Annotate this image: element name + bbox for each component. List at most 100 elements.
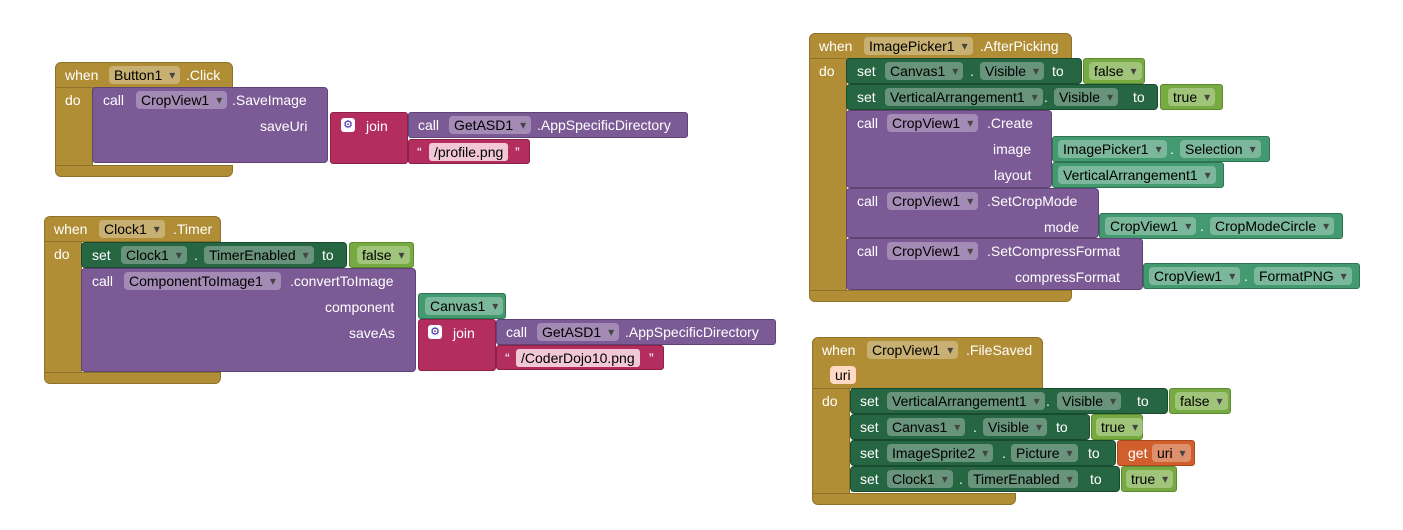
- call-block-setcropmode[interactable]: call CropView1 .SetCropMode mode: [846, 188, 1099, 238]
- do-label: do: [822, 393, 838, 409]
- set-block-verticalarrangement1-visible[interactable]: set VerticalArrangement1 . Visible to: [850, 388, 1168, 414]
- call-block-appspecificdirectory[interactable]: call GetASD1 .AppSpecificDirectory: [496, 319, 776, 345]
- getter-component-dropdown[interactable]: GetASD1: [537, 323, 620, 341]
- call-component-dropdown[interactable]: CropView1: [887, 114, 979, 132]
- set-property-dropdown[interactable]: TimerEnabled: [968, 470, 1078, 488]
- call-component-dropdown[interactable]: ComponentToImage1: [124, 272, 281, 290]
- event-block-button1-click[interactable]: when Button1 .Click: [55, 62, 233, 88]
- dot-label: .: [1170, 141, 1174, 157]
- logic-value-dropdown[interactable]: false: [1089, 62, 1142, 80]
- set-component-dropdown[interactable]: VerticalArrangement1: [885, 88, 1043, 106]
- logic-true-block[interactable]: true: [1160, 84, 1223, 110]
- set-block-verticalarrangement1-visible[interactable]: set VerticalArrangement1 . Visible to: [846, 84, 1158, 110]
- call-component-dropdown[interactable]: CropView1: [887, 192, 979, 210]
- dot-label: .: [1046, 393, 1050, 409]
- event-block-cropview1-filesaved[interactable]: when CropView1 .FileSaved uri: [812, 337, 1043, 389]
- to-label: to: [322, 247, 334, 263]
- set-property-dropdown[interactable]: Visible: [983, 418, 1047, 436]
- event-block-clock1-timer[interactable]: when Clock1 .Timer: [44, 216, 221, 242]
- call-label: call: [418, 117, 440, 133]
- set-label: set: [860, 393, 879, 409]
- component-dropdown[interactable]: Canvas1: [425, 297, 504, 315]
- text-block[interactable]: “ /CoderDojo10.png ”: [496, 345, 664, 370]
- text-value[interactable]: /profile.png: [429, 143, 509, 161]
- set-component-dropdown[interactable]: VerticalArrangement1: [887, 392, 1045, 410]
- logic-value-dropdown[interactable]: true: [1168, 88, 1216, 106]
- set-block-clock1-timerenabled[interactable]: set Clock1 . TimerEnabled to: [81, 242, 347, 268]
- set-block-canvas1-visible[interactable]: set Canvas1 . Visible to: [850, 414, 1090, 440]
- logic-true-block[interactable]: true: [1121, 466, 1177, 492]
- component-block-imagepicker1-selection[interactable]: ImagePicker1 . Selection: [1052, 136, 1270, 162]
- event-component-dropdown[interactable]: Clock1: [99, 220, 165, 238]
- set-property-dropdown[interactable]: TimerEnabled: [204, 246, 314, 264]
- logic-value-dropdown[interactable]: true: [1096, 418, 1144, 436]
- text-block[interactable]: “ /profile.png ”: [408, 139, 530, 164]
- set-component-dropdown[interactable]: ImageSprite2: [887, 444, 994, 462]
- dot-label: .: [973, 419, 977, 435]
- to-label: to: [1137, 393, 1149, 409]
- when-label: when: [819, 38, 853, 54]
- arg-saveuri-label: saveUri: [260, 118, 308, 134]
- event-block-bottom: [44, 372, 221, 384]
- set-label: set: [92, 247, 111, 263]
- gear-icon[interactable]: ⚙: [428, 325, 442, 339]
- component-block-verticalarrangement1[interactable]: VerticalArrangement1: [1052, 162, 1224, 188]
- join-block[interactable]: ⚙ join: [330, 112, 408, 164]
- event-block-imagepicker1-afterpicking[interactable]: when ImagePicker1 .AfterPicking: [809, 33, 1072, 59]
- dot-label: .: [1244, 268, 1248, 284]
- to-label: to: [1052, 63, 1064, 79]
- set-component-dropdown[interactable]: Clock1: [887, 470, 953, 488]
- event-component-dropdown[interactable]: Button1: [109, 66, 181, 84]
- component-block-cropview1-formatpng[interactable]: CropView1 . FormatPNG: [1143, 263, 1360, 289]
- call-component-dropdown[interactable]: CropView1: [136, 91, 228, 109]
- logic-value-dropdown[interactable]: false: [357, 246, 410, 264]
- set-block-canvas1-visible[interactable]: set Canvas1 . Visible to: [846, 58, 1082, 84]
- call-block-setcompressformat[interactable]: call CropView1 .SetCompressFormat compre…: [846, 238, 1143, 290]
- call-label: call: [857, 243, 879, 259]
- property-dropdown[interactable]: Selection: [1180, 140, 1261, 158]
- property-dropdown[interactable]: FormatPNG: [1254, 267, 1352, 285]
- event-component-dropdown[interactable]: CropView1: [867, 341, 959, 359]
- event-name-label: .AfterPicking: [980, 38, 1059, 54]
- set-block-imagesprite2-picture[interactable]: set ImageSprite2 . Picture to: [850, 440, 1116, 466]
- logic-value-dropdown[interactable]: true: [1126, 470, 1174, 488]
- component-block-cropview1-cropmodecircle[interactable]: CropView1 . CropModeCircle: [1099, 213, 1343, 239]
- set-property-dropdown[interactable]: Visible: [980, 62, 1044, 80]
- event-component-dropdown[interactable]: ImagePicker1: [864, 37, 973, 55]
- getter-component-dropdown[interactable]: GetASD1: [449, 116, 532, 134]
- set-component-dropdown[interactable]: Canvas1: [887, 418, 966, 436]
- set-block-clock1-timerenabled[interactable]: set Clock1 . TimerEnabled to: [850, 466, 1120, 492]
- join-block[interactable]: ⚙ join: [418, 319, 496, 371]
- arg-component-label: component: [325, 299, 395, 315]
- component-block-canvas1[interactable]: Canvas1: [418, 293, 506, 319]
- set-label: set: [860, 471, 879, 487]
- component-dropdown[interactable]: VerticalArrangement1: [1058, 166, 1216, 184]
- call-block-saveimage[interactable]: call CropView1 .SaveImage saveUri: [92, 87, 328, 163]
- component-dropdown[interactable]: CropView1: [1149, 267, 1241, 285]
- set-property-dropdown[interactable]: Visible: [1057, 392, 1121, 410]
- component-dropdown[interactable]: ImagePicker1: [1058, 140, 1167, 158]
- call-component-dropdown[interactable]: CropView1: [887, 242, 979, 260]
- method-label: .SaveImage: [232, 92, 307, 108]
- call-block-appspecificdirectory[interactable]: call GetASD1 .AppSpecificDirectory: [408, 112, 688, 138]
- arg-compressformat-label: compressFormat: [1015, 269, 1121, 285]
- call-block-create[interactable]: call CropView1 .Create image layout: [846, 110, 1052, 188]
- call-block-converttoimage[interactable]: call ComponentToImage1 .convertToImage c…: [81, 268, 416, 372]
- dot-label: .: [1200, 218, 1204, 234]
- event-param-uri[interactable]: uri: [830, 366, 856, 384]
- logic-true-block[interactable]: true: [1091, 414, 1144, 440]
- set-component-dropdown[interactable]: Clock1: [121, 246, 187, 264]
- set-component-dropdown[interactable]: Canvas1: [885, 62, 964, 80]
- variable-dropdown[interactable]: uri: [1152, 444, 1191, 462]
- text-value[interactable]: /CoderDojo10.png: [516, 349, 640, 367]
- logic-value-dropdown[interactable]: false: [1175, 392, 1228, 410]
- get-variable-block[interactable]: get uri: [1117, 440, 1195, 466]
- component-dropdown[interactable]: CropView1: [1105, 217, 1197, 235]
- set-property-dropdown[interactable]: Picture: [1011, 444, 1078, 462]
- logic-false-block[interactable]: false: [1169, 388, 1231, 414]
- set-property-dropdown[interactable]: Visible: [1054, 88, 1118, 106]
- logic-false-block[interactable]: false: [349, 242, 414, 268]
- gear-icon[interactable]: ⚙: [341, 118, 355, 132]
- logic-false-block[interactable]: false: [1083, 58, 1145, 84]
- property-dropdown[interactable]: CropModeCircle: [1210, 217, 1335, 235]
